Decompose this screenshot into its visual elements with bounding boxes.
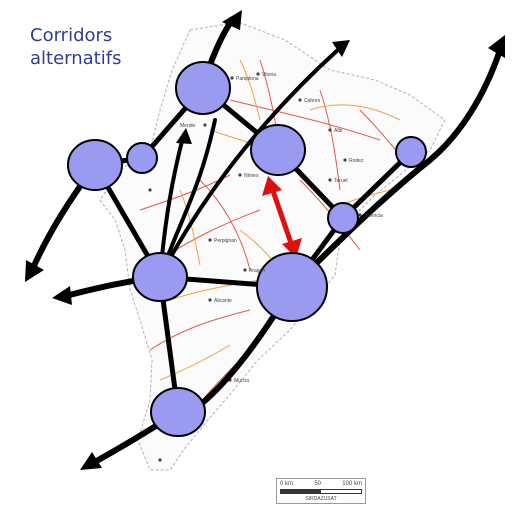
town-label: Aragon: [249, 268, 265, 274]
town-label: Valencia: [364, 213, 383, 219]
region-outline: [99, 21, 446, 471]
scale-start: 0 km: [280, 481, 294, 487]
title-line-2: alternatifs: [30, 48, 122, 69]
arrowhead-north-thin: [176, 128, 192, 144]
arrow-east: [289, 47, 503, 290]
town-label: Nîmes: [244, 173, 259, 179]
arrowhead-south: [80, 452, 102, 470]
node-northwest: [67, 139, 123, 191]
town-label: Albi: [334, 128, 342, 134]
scale-bar-graphic: [280, 489, 362, 494]
scale-mid: 50: [314, 481, 321, 487]
town-label: Teruel: [334, 178, 348, 184]
arrow-northeast-thin: [158, 46, 342, 279]
town-label: Rodez: [349, 158, 364, 164]
town-dots: [148, 72, 362, 462]
node-east-mid: [327, 202, 359, 234]
map-title: Corridors alternatifs: [30, 24, 121, 70]
node-central-north: [250, 124, 306, 176]
arrowhead-northeast: [332, 40, 350, 57]
town-label: Pamplona: [236, 76, 259, 82]
node-west-central: [132, 252, 188, 302]
node-central-large: [256, 252, 328, 322]
corridor-nodes: [67, 61, 427, 437]
scale-credit: SIRDAZUSAT: [305, 496, 337, 502]
town-label: Alicante: [214, 298, 232, 304]
arrow-heads: [25, 10, 505, 470]
title-line-1: Corridors: [30, 25, 113, 46]
arrowhead-west-upper: [25, 260, 44, 282]
town-label: Murcia: [234, 378, 249, 384]
node-north: [175, 61, 231, 115]
node-east-small: [395, 136, 427, 168]
arrowhead-west-lower: [52, 286, 72, 305]
scale-end: 100 km: [342, 481, 362, 487]
arrowhead-east: [488, 35, 505, 58]
town-label: Mende: [180, 123, 196, 129]
node-south: [150, 387, 206, 437]
town-label: Cahors: [304, 98, 321, 104]
town-label: Perpignan: [214, 238, 237, 244]
town-label: Vitoria: [262, 72, 276, 78]
arrowhead-north: [222, 10, 242, 30]
scale-bar: 0 km 50 100 km SIRDAZUSAT: [276, 478, 366, 504]
node-small-west: [126, 142, 158, 174]
